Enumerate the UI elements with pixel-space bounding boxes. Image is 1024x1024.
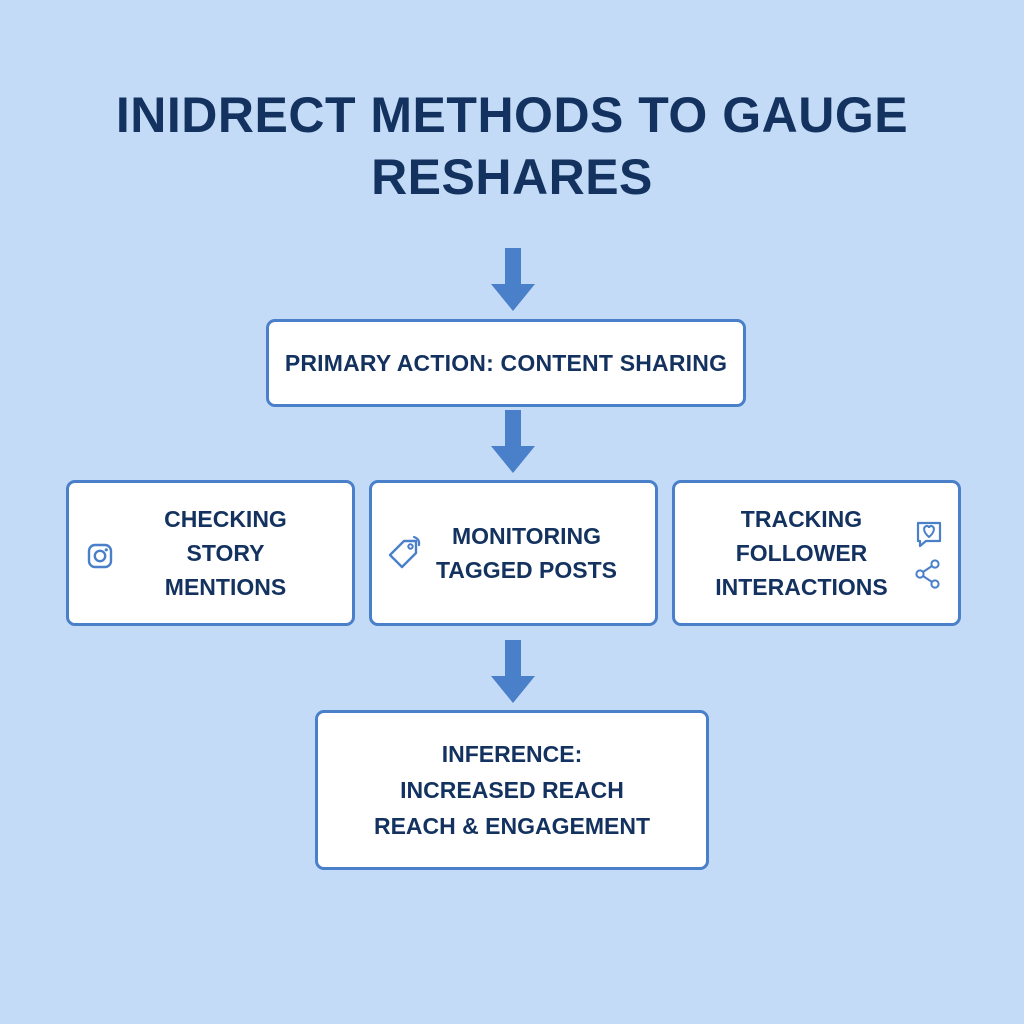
tag-icon	[388, 535, 421, 569]
title-line-2: RESHARES	[371, 149, 653, 205]
diagram-title: INIDRECT METHODS TO GAUGE RESHARES	[60, 84, 964, 208]
method-box-story-mentions: CHECKING STORY MENTIONS	[66, 480, 355, 626]
arrow-down-icon	[491, 248, 535, 311]
inference-label: INFERENCE: INCREASED REACH REACH & ENGAG…	[374, 736, 650, 844]
inference-line: INFERENCE:	[441, 741, 583, 767]
heart-chat-icon	[916, 521, 942, 548]
method-label: TRACKING FOLLOWER INTERACTIONS	[715, 502, 918, 604]
arrow-down-icon	[491, 640, 535, 703]
primary-action-label: PRIMARY ACTION: CONTENT SHARING	[284, 349, 728, 376]
arrow-down-icon	[491, 410, 535, 473]
method-label: MONITORING TAGGED POSTS	[410, 519, 617, 587]
primary-action-box: PRIMARY ACTION: CONTENT SHARING	[266, 319, 746, 407]
method-label-line: INTERACTIONS	[715, 574, 888, 600]
inference-box: INFERENCE: INCREASED REACH REACH & ENGAG…	[315, 710, 709, 870]
inference-line: INCREASED REACH	[400, 777, 624, 803]
method-label-line: MENTIONS	[164, 574, 287, 600]
method-label: CHECKING STORY MENTIONS	[134, 502, 287, 604]
method-label-line: TRACKING	[740, 506, 863, 532]
method-label-line: FOLLOWER	[735, 540, 868, 566]
method-box-tagged-posts: MONITORING TAGGED POSTS	[369, 480, 658, 626]
share-icon	[915, 559, 940, 589]
title-line-1: INIDRECT METHODS TO GAUGE	[115, 87, 909, 143]
method-label-line: STORY	[186, 540, 265, 566]
method-label-line: CHECKING	[164, 506, 287, 532]
method-box-follower-interactions: TRACKING FOLLOWER INTERACTIONS	[672, 480, 961, 626]
method-label-line: MONITORING	[451, 523, 602, 549]
method-label-line: TAGGED POSTS	[435, 557, 618, 583]
inference-line: REACH & ENGAGEMENT	[373, 813, 650, 839]
instagram-icon	[87, 543, 113, 569]
